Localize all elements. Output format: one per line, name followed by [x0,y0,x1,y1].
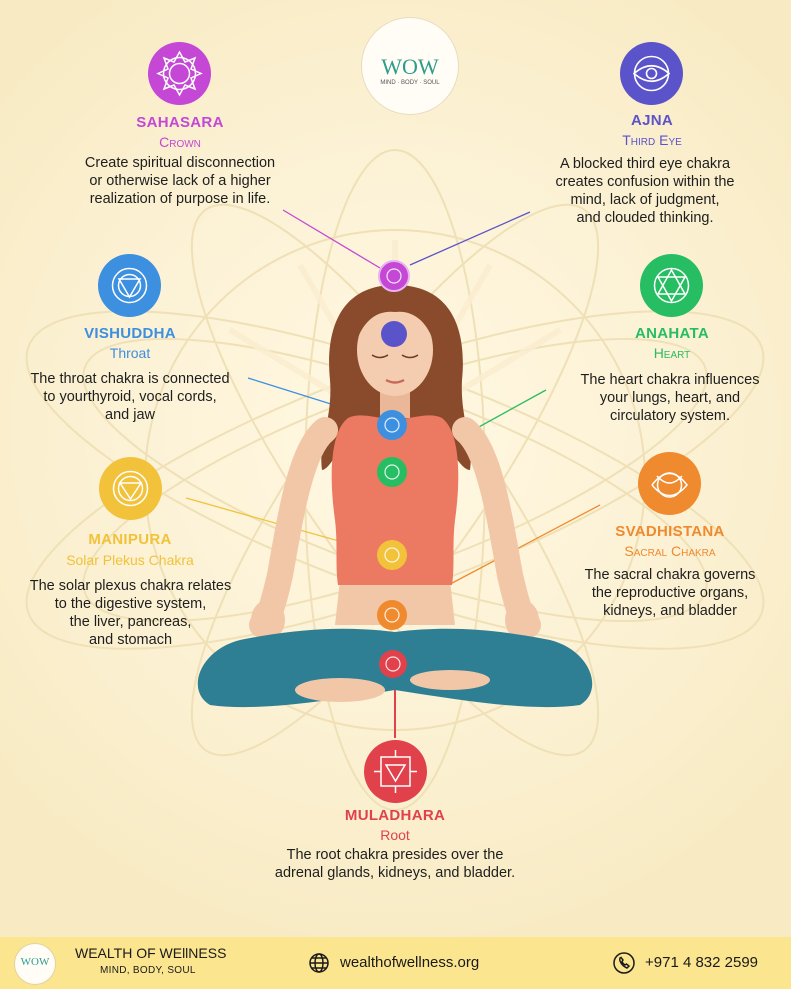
root-chakra-name: MULADHARA [344,807,446,824]
footer-logo: WOW [14,943,56,985]
body-chakra-solar-plexus [377,540,407,570]
sacral-chakra-name: SVADHISTANA [615,523,725,540]
throat-chakra-subtitle: Throat [109,345,151,361]
solar-plexus-chakra-subtitle: Solar Plekus Chakra [66,552,194,568]
body-chakra-crown [378,260,410,292]
crown-chakra-icon [148,42,211,105]
footer-bar: WOW WEALTH OF WEllNESS MIND, BODY, SOUL … [0,937,791,989]
crown-chakra-name: SAHASARA [136,114,224,131]
body-chakra-root [379,650,407,678]
logo-tagline: MIND · BODY · SOUL [380,80,440,86]
throat-chakra-icon [98,254,161,317]
body-chakra-heart [377,457,407,487]
throat-chakra-name: VISHUDDHA [84,325,176,342]
heart-chakra-subtitle: Heart [653,345,691,361]
phone-link[interactable]: +971 4 832 2599 [645,954,759,971]
body-chakra-third-eye [381,321,407,347]
third-eye-chakra-name: AJNA [630,112,674,129]
body-chakra-throat [377,410,407,440]
sacral-chakra-icon [638,452,701,515]
phone-icon [613,952,635,979]
logo-text: WOW [381,54,439,79]
third-eye-chakra-subtitle: Third Eye [622,132,682,148]
globe-icon [308,952,330,979]
body-chakra-sacral [377,600,407,630]
website-link[interactable]: wealthofwellness.org [340,954,480,971]
crown-chakra-subtitle: Crown [159,134,201,150]
footer-tagline: MIND, BODY, SOUL [100,965,196,976]
footer-brand: WEALTH OF WEllNESS [75,945,227,961]
root-chakra-subtitle: Root [380,827,410,843]
body-chakra-points [377,260,410,678]
wow-logo: WOW MIND · BODY · SOUL [361,17,459,115]
heart-chakra-name: ANAHATA [634,325,710,342]
solar-plexus-chakra-name: MANIPURA [88,531,172,548]
third-eye-chakra-icon [620,42,683,105]
root-chakra-icon [364,740,427,803]
heart-chakra-icon [640,254,703,317]
solar-plexus-chakra-icon [99,457,162,520]
sacral-chakra-subtitle: Sacral Chakra [624,543,716,559]
